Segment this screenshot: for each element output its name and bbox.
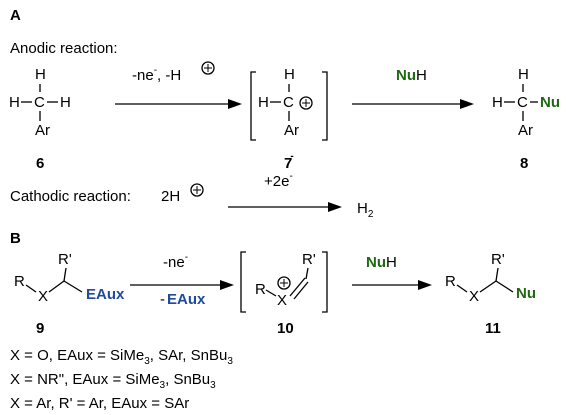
arrow-nucleophile-b [352, 280, 432, 290]
bracket-right [322, 71, 328, 141]
bracket-left [240, 251, 246, 313]
atom-r: R [255, 281, 266, 298]
reagent-electrons: +2e- [264, 171, 293, 190]
arrow-oxidation [115, 99, 242, 109]
proton-charge-icon [190, 183, 204, 197]
bond [25, 284, 37, 293]
bond [495, 267, 499, 282]
compound-11-label: 11 [485, 320, 501, 337]
atom-x: X [38, 288, 48, 305]
compound-9-label: 9 [36, 320, 44, 337]
section-label-b: B [10, 230, 21, 247]
cathode-product: H2 [357, 200, 374, 220]
bond [63, 267, 67, 282]
bond [63, 280, 83, 293]
compound-9-structure: R X R' EAux [14, 251, 125, 305]
compound-10-label: 10 [277, 320, 294, 337]
atom-ar: Ar [35, 122, 50, 139]
atom-h-left: H [258, 94, 269, 111]
atom-ar: Ar [518, 122, 533, 139]
condition-line-1: X = O, EAux = SiMe3, SAr, SnBu3 [10, 347, 233, 367]
atom-c: C [34, 94, 45, 111]
atom-x: X [277, 292, 287, 309]
bond [48, 280, 65, 293]
atom-ar: Ar [284, 122, 299, 139]
compound-8-structure: H H C Nu Ar [492, 66, 560, 139]
anodic-title: Anodic reaction: [10, 40, 118, 57]
atom-nu: Nu [540, 94, 560, 111]
atom-h-top: H [518, 66, 529, 83]
double-bond [289, 277, 306, 297]
oxocarbenium-charge-icon [277, 276, 291, 290]
reagent-oxidation: -ne-, -H [132, 65, 181, 84]
atom-x: X [469, 288, 479, 305]
reagent-nuh: NuH [396, 67, 427, 84]
atom-rprime: R' [491, 251, 505, 268]
condition-line-2: X = NR", EAux = SiMe3, SnBu3 [10, 371, 216, 391]
bracket-right [322, 251, 328, 313]
bond [456, 284, 468, 293]
atom-h-top: H [35, 66, 46, 83]
atom-rprime: R' [58, 251, 72, 268]
compound-11-structure: R X R' Nu [445, 251, 536, 305]
atom-h-top: H [284, 66, 295, 83]
atom-c: C [283, 94, 294, 111]
compound-7-label: 7- [284, 151, 294, 172]
atom-c: C [517, 94, 528, 111]
reagent-oxidation-b: -ne- [163, 252, 188, 271]
leaving-group: -EAux [160, 291, 206, 308]
positive-charge-icon [201, 61, 215, 75]
arrow-cathodic [228, 202, 342, 212]
bond [265, 289, 277, 297]
bond [479, 280, 497, 293]
compound-6-label: 6 [36, 155, 44, 172]
arrow-nucleophile [352, 99, 474, 109]
compound-8-label: 8 [520, 155, 528, 172]
carbocation-charge-icon [299, 96, 313, 110]
atom-h-right: H [60, 94, 71, 111]
cathode-reactant: 2H [161, 188, 180, 205]
compound-6-structure: H H C H Ar [9, 66, 71, 139]
atom-h-left: H [492, 94, 503, 111]
condition-line-3: X = Ar, R' = Ar, EAux = SAr [10, 395, 189, 412]
atom-eaux: EAux [86, 286, 125, 303]
bond [495, 280, 514, 293]
arrow-oxidation-b [130, 280, 234, 290]
compound-7-structure: H H C Ar [250, 66, 328, 141]
atom-rprime: R' [302, 251, 316, 268]
compound-10-structure: R X R' [240, 251, 328, 313]
atom-nu: Nu [516, 285, 536, 302]
section-label-a: A [10, 7, 21, 24]
atom-r: R [14, 273, 25, 290]
atom-h-left: H [9, 94, 20, 111]
reagent-nuh-b: NuH [366, 254, 397, 271]
cathodic-title: Cathodic reaction: [10, 188, 131, 205]
bracket-left [250, 71, 256, 141]
double-bond [293, 281, 309, 300]
bond [305, 267, 309, 280]
atom-r: R [445, 273, 456, 290]
